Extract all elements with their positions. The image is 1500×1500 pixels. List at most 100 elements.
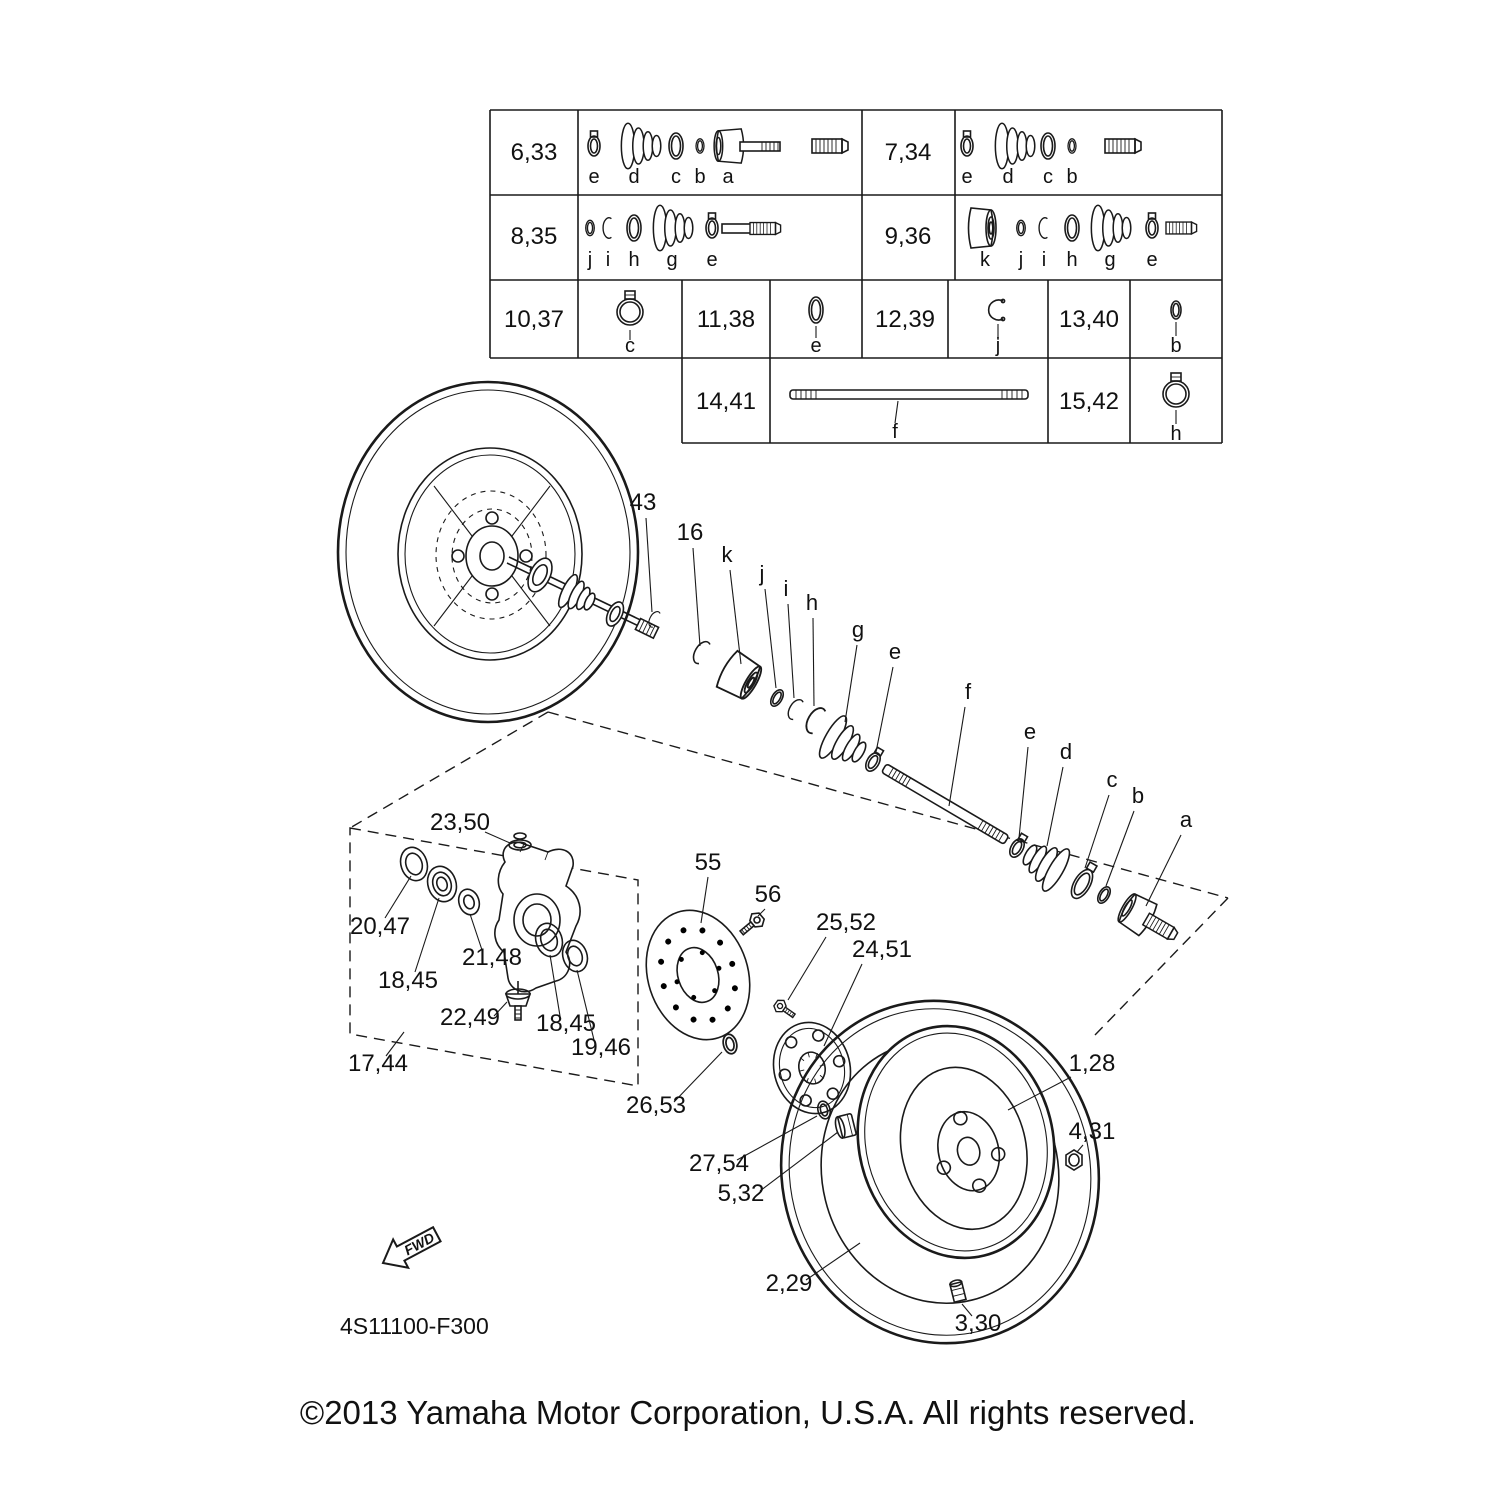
bearing-18-45-b [534, 922, 564, 958]
ball-joint-22-49 [504, 981, 532, 1021]
front-wheel-assembled [336, 380, 661, 724]
svg-text:b: b [1132, 783, 1144, 808]
callout-21-48: 21,48 [462, 913, 522, 971]
callout-b: b [1105, 783, 1144, 887]
table-parts-8-35 [585, 204, 782, 252]
svg-text:e: e [1024, 719, 1036, 744]
part-letter: e [810, 335, 821, 357]
table-ref: 7,34 [885, 139, 932, 166]
table-ref: 11,38 [697, 306, 755, 333]
svg-text:56: 56 [755, 881, 782, 908]
svg-text:21,48: 21,48 [462, 944, 522, 971]
table-ref: 14,41 [696, 388, 756, 415]
callout-5-32: 5,32 [718, 1131, 839, 1207]
svg-text:20,47: 20,47 [350, 913, 410, 940]
svg-text:e: e [889, 639, 901, 664]
svg-text:g: g [852, 617, 864, 642]
part-letter: h [628, 249, 639, 271]
callout-d: d [1046, 739, 1072, 847]
part-letter: h [1066, 249, 1077, 271]
callout-25-52: 25,52 [787, 909, 876, 1001]
part-letter: g [666, 249, 677, 271]
part-letter: d [628, 166, 639, 188]
svg-text:55: 55 [695, 849, 722, 876]
table-parts-6-33 [587, 122, 849, 170]
callout-24-51: 24,51 [823, 936, 912, 1047]
callout-4-31: 4,31 [1069, 1118, 1116, 1153]
callout-16: 16 [677, 519, 704, 647]
callout-3-30: 3,30 [955, 1303, 1001, 1337]
bearing-18-45 [426, 865, 458, 903]
table-parts-7-34 [960, 122, 1142, 170]
callout-43: 43 [630, 489, 657, 613]
callout-g: g [844, 617, 864, 723]
table-parts-9-36 [967, 204, 1198, 252]
table-ref: 10,37 [504, 306, 564, 333]
part-letter: d [1002, 166, 1013, 188]
callout-22-49: 22,49 [440, 1001, 508, 1031]
nut-washer-23-50 [508, 832, 532, 851]
part-letter: j [1018, 249, 1023, 271]
svg-text:26,53: 26,53 [626, 1092, 686, 1119]
svg-text:4,31: 4,31 [1069, 1118, 1116, 1145]
part-letter: i [1042, 249, 1046, 271]
wheel-hub [772, 1021, 852, 1115]
callout-23-50: 23,50 [430, 809, 511, 844]
svg-text:18,45: 18,45 [378, 967, 438, 994]
svg-text:22,49: 22,49 [440, 1004, 500, 1031]
part-letter: c [625, 335, 635, 357]
callout-k: k [722, 542, 742, 665]
svg-text:c: c [1107, 767, 1118, 792]
part-letter: j [995, 335, 1000, 357]
table-ref: 15,42 [1059, 388, 1119, 415]
cv-axle-exploded [689, 637, 1180, 943]
copyright-text: ©2013 Yamaha Motor Corporation, U.S.A. A… [300, 1394, 1196, 1431]
callout-18-45b: 18,45 [536, 954, 596, 1037]
parts-table: 6,33 7,34 8,35 9,36 10,37 11,38 12,39 13… [489, 109, 1223, 445]
svg-text:d: d [1060, 739, 1072, 764]
svg-text:18,45: 18,45 [536, 1010, 596, 1037]
seal-20-47 [399, 846, 429, 882]
bolt-56 [735, 909, 768, 940]
svg-text:24,51: 24,51 [852, 936, 912, 963]
brake-disc-guard [645, 909, 751, 1041]
callout-a: a [1145, 807, 1193, 907]
svg-text:27,54: 27,54 [689, 1150, 749, 1177]
callout-17-44: 17,44 [348, 1031, 408, 1077]
svg-text:h: h [806, 590, 818, 615]
part-letter: f [892, 421, 898, 443]
svg-text:16: 16 [677, 519, 704, 546]
callout-1-28: 1,28 [1007, 1050, 1116, 1111]
part-letter: g [1104, 249, 1115, 271]
callout-i: i [784, 576, 795, 699]
svg-text:43: 43 [630, 489, 657, 516]
table-ref: 6,33 [511, 139, 558, 166]
svg-text:1,28: 1,28 [1069, 1050, 1116, 1077]
svg-text:2,29: 2,29 [766, 1270, 813, 1297]
table-ref: 8,35 [511, 223, 558, 250]
svg-text:25,52: 25,52 [816, 909, 876, 936]
callout-18-45: 18,45 [378, 897, 440, 994]
callout-j: j [759, 561, 777, 689]
svg-text:a: a [1180, 807, 1193, 832]
callout-2-29: 2,29 [766, 1242, 861, 1297]
callout-f: f [948, 679, 972, 807]
callout-h: h [806, 590, 818, 707]
part-letter: e [1146, 249, 1157, 271]
svg-text:f: f [965, 679, 972, 704]
part-letter: k [980, 249, 991, 271]
svg-text:19,46: 19,46 [571, 1034, 631, 1061]
table-parts-row3 [616, 290, 1182, 340]
callout-26-53: 26,53 [626, 1051, 723, 1119]
wheel-bolt-3-30 [949, 1279, 967, 1304]
part-letter: e [706, 249, 717, 271]
svg-text:i: i [784, 576, 789, 601]
table-ref: 12,39 [875, 306, 935, 333]
knuckle-assembly [399, 832, 857, 1139]
part-letter: b [694, 166, 705, 188]
seal-19-46 [561, 939, 589, 973]
svg-text:23,50: 23,50 [430, 809, 490, 836]
callout-55: 55 [695, 849, 722, 924]
